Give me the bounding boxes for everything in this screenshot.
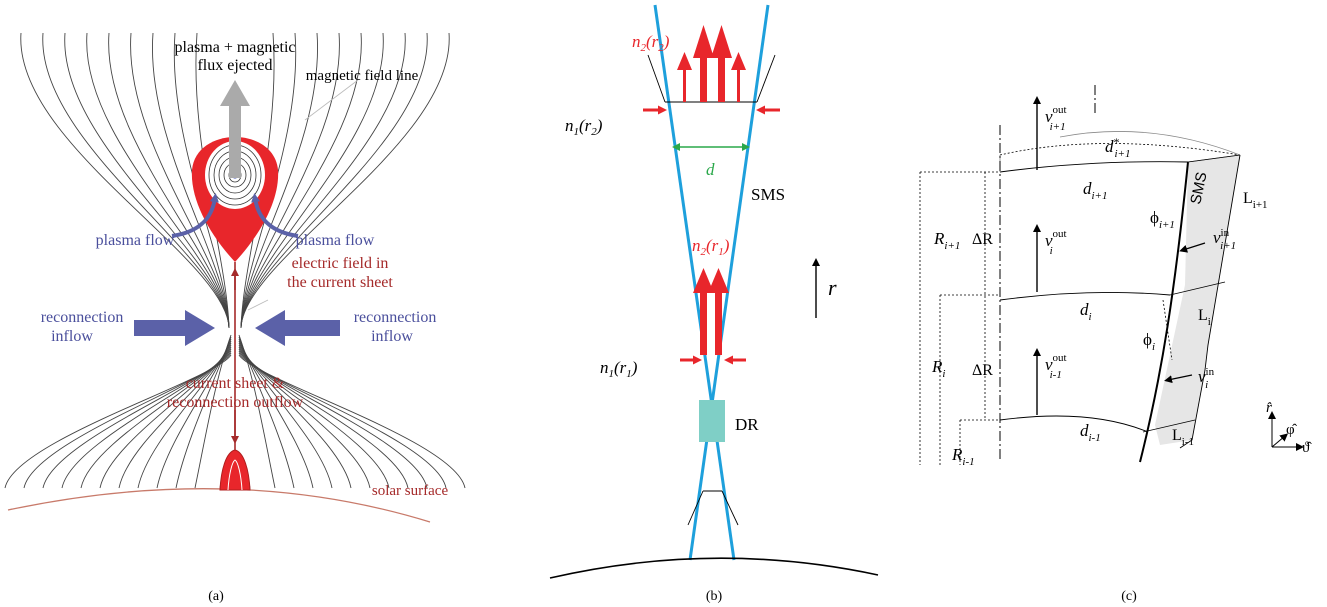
inflow-right-label-1: reconnection: [354, 309, 437, 326]
current-sheet-label-2: reconnection outflow: [167, 394, 304, 411]
field-lines: [4, 32, 466, 491]
field-line-upper: [108, 32, 362, 329]
label-dR-top: ΔR: [972, 231, 993, 248]
label-d-mid: di: [1080, 300, 1092, 323]
label-L-top: Li+1: [1243, 190, 1268, 211]
field-line-label: magnetic field line: [306, 68, 419, 84]
unit-phi-arrow: [1271, 433, 1289, 448]
caption-a: (a): [208, 589, 224, 604]
plasma-flow-left-label: plasma flow: [96, 232, 175, 249]
label-R-top: Ri+1: [933, 229, 960, 252]
efield-leader: [247, 299, 269, 311]
vin-mid-arrow: [1164, 374, 1193, 384]
label-r: r: [828, 275, 837, 300]
tangent-right: [756, 54, 776, 103]
label-L-mid: Li: [1198, 307, 1211, 328]
arc-d-top: [999, 161, 1189, 173]
ejected-label-1: plasma + magnetic: [175, 39, 296, 56]
plasma-flow-right-arrow: [251, 193, 299, 238]
field-line-lower: [42, 350, 428, 489]
field-line-lower: [23, 352, 447, 489]
inflow-right-label-2: inflow: [371, 328, 413, 345]
label-sms: SMS: [751, 185, 785, 204]
L-bot: [1142, 419, 1196, 433]
panel-a: plasma + magnetic flux ejected magnetic …: [4, 32, 466, 604]
sms-side-fill: [1155, 155, 1240, 445]
arc-d-bot: [999, 415, 1149, 433]
arc-d-mid: [999, 291, 1171, 301]
field-line-lower: [61, 348, 409, 489]
field-line-upper: [152, 32, 318, 329]
field-line-upper: [64, 32, 406, 329]
inflow-left-arrow: [134, 310, 215, 346]
label-d: d: [706, 160, 715, 179]
inflow-left-label-1: reconnection: [41, 309, 124, 326]
photosphere-arc: [549, 557, 879, 579]
L-top: [1187, 154, 1241, 163]
label-R-bot: Ri-1: [951, 445, 975, 468]
dotted-guides: [919, 171, 1173, 465]
vin-top-arrow: [1179, 242, 1206, 253]
label-unit-r: r̂: [1266, 400, 1272, 416]
label-d-bot: di-1: [1080, 421, 1101, 444]
tangent-left: [647, 54, 666, 103]
caption-b: (b): [706, 589, 723, 604]
label-d-top: di+1: [1083, 179, 1107, 202]
efield-label-2: the current sheet: [287, 274, 393, 291]
solar-surface-label: solar surface: [372, 483, 449, 499]
label-n1-r2: n1(r2): [565, 116, 603, 138]
outflow-arrows-mid: [693, 268, 729, 355]
label-dr: DR: [735, 415, 759, 434]
field-line-lower: [4, 354, 466, 489]
lower-current-region: [219, 449, 251, 491]
plasma-flow-right-label: plasma flow: [296, 232, 375, 249]
outflow-arrows-top: [677, 25, 746, 102]
label-phi-mid: ϕi: [1143, 330, 1155, 353]
lower-loop: [227, 459, 243, 491]
outer-boundary: [1179, 154, 1241, 449]
current-sheet-label-1: current sheet &: [186, 375, 285, 392]
label-n2-r2: n2(r2): [632, 32, 670, 54]
efield-label-1: electric field in: [292, 255, 389, 272]
L-mid: [1169, 281, 1226, 296]
field-line-leader: [304, 79, 359, 121]
label-dR-mid: ΔR: [972, 362, 993, 379]
label-R-mid: Ri: [931, 357, 945, 380]
sms-line-left: [653, 4, 736, 561]
field-line-upper: [42, 32, 428, 329]
field-line-upper: [86, 32, 384, 329]
tangent-bottom-right: [721, 490, 739, 526]
plasma-flow-left-arrow: [171, 193, 219, 238]
field-line-lower: [80, 346, 390, 489]
label-n2-r1: n2(r1): [692, 236, 730, 258]
ejection-arrow: [220, 80, 250, 178]
label-d-star: d*i+1: [1105, 135, 1130, 160]
field-line-upper: [130, 32, 340, 329]
sms-boundary: [1139, 161, 1189, 463]
panel-b: n2(r2) n1(r2) d SMS n2(r1) r n1(r1) DR (…: [549, 4, 879, 604]
diffusion-region: [699, 400, 725, 442]
inflow-right-arrow: [255, 310, 340, 346]
caption-c: (c): [1121, 589, 1137, 604]
label-phi-top: ϕi+1: [1150, 208, 1175, 231]
tangent-bottom-left: [687, 490, 704, 526]
label-unit-theta: ϑ̂: [1302, 440, 1312, 456]
ejected-label-2: flux ejected: [197, 57, 272, 74]
label-n1-r1: n1(r1): [600, 358, 638, 380]
field-line-upper: [20, 32, 450, 329]
label-sms-c: SMS: [1187, 170, 1210, 205]
inflow-left-label-2: inflow: [51, 328, 93, 345]
sms-line-right: [688, 4, 770, 561]
label-unit-phi: φ̂: [1286, 422, 1298, 438]
